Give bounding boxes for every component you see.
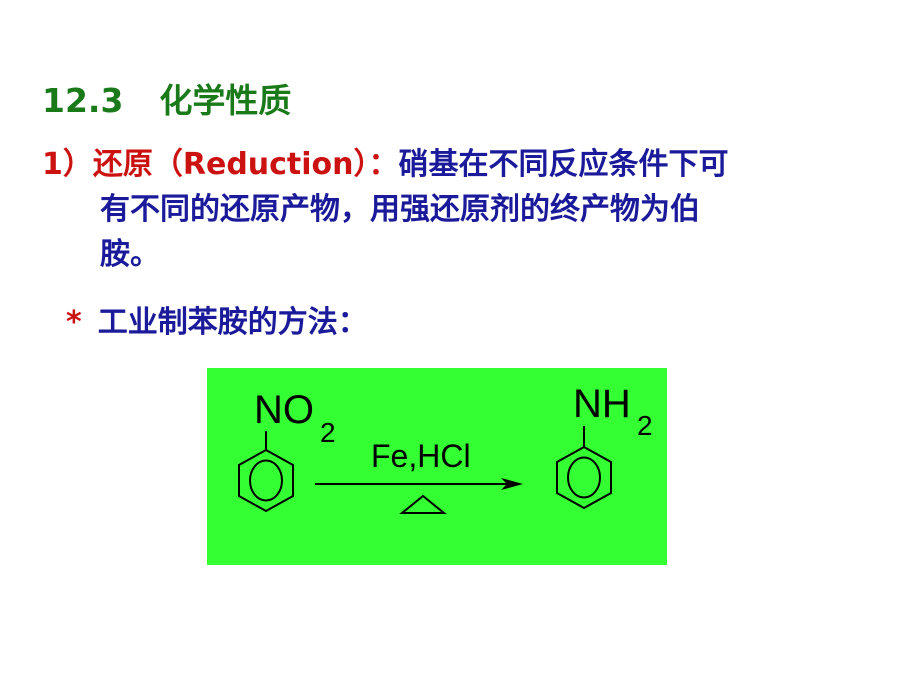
nitrobenzene-structure: NO 2 (238, 388, 336, 513)
reduction-label: 1）还原（Reduction）： (42, 147, 399, 182)
product-group-main: NH (573, 382, 631, 426)
reaction-arrow-group: Fe,HCl (315, 438, 523, 514)
reaction-arrowhead (501, 478, 523, 490)
heat-triangle-icon (399, 494, 447, 514)
bullet-star: * (66, 305, 82, 340)
aniline-structure: NH 2 (556, 382, 653, 510)
reactant-benzene-ring (238, 448, 294, 513)
paragraph-line-1: 硝基在不同反应条件下可 (398, 147, 729, 182)
product-group-sub: 2 (637, 410, 653, 441)
reaction-scheme: NO 2 Fe,HCl NH 2 (207, 368, 667, 565)
reactant-group-main: NO (254, 388, 314, 432)
paragraph-line-3: 胺。 (100, 237, 160, 272)
reactant-aromatic-circle (249, 459, 283, 502)
reaction-diagram: NO 2 Fe,HCl NH 2 (238, 382, 653, 514)
section-heading: 12.3 化学性质 (42, 74, 291, 122)
bullet-text: 工业制苯胺的方法： (97, 305, 368, 340)
section-title: 化学性质 (159, 81, 292, 120)
reactant-group-sub: 2 (320, 417, 336, 448)
reagent-label: Fe,HCl (371, 438, 471, 474)
reduction-paragraph: 1）还原（Reduction）：硝基在不同反应条件下可 有不同的还原产物，用强还… (42, 142, 862, 277)
paragraph-line-2: 有不同的还原产物，用强还原剂的终产物为伯 (100, 192, 700, 227)
product-benzene-ring (556, 445, 612, 510)
product-aromatic-circle (567, 456, 601, 499)
section-number: 12.3 (42, 81, 124, 120)
industrial-method-bullet: * 工业制苯胺的方法： (66, 297, 368, 341)
